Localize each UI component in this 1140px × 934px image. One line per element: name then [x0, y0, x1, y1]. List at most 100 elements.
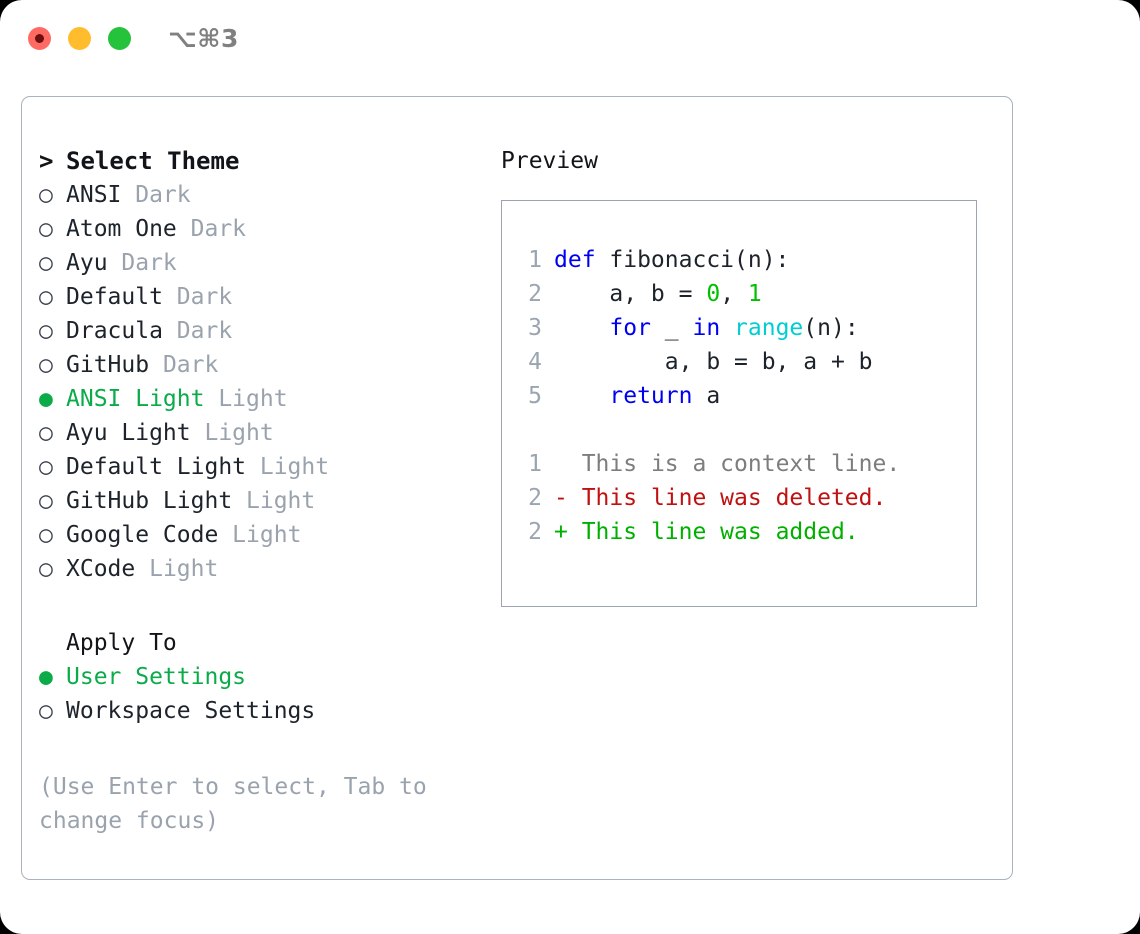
diff-line-text: This is a context line. — [567, 451, 901, 477]
code-token-txt — [554, 315, 609, 341]
code-line-number: 5 — [528, 383, 542, 409]
theme-item-ansi[interactable]: ○ANSI Dark — [39, 178, 479, 212]
apply-to-options: ●User Settings ○ Workspace Settings — [39, 660, 479, 728]
theme-item-ayu-light[interactable]: ○ Ayu Light Light — [39, 416, 479, 450]
apply-to-option-label: Workspace Settings — [66, 698, 316, 724]
radio-unselected-icon: ○ — [39, 216, 53, 242]
window-shortcut-label: ⌥⌘3 — [168, 24, 239, 53]
diff-line-number: 2 — [528, 485, 542, 511]
main-panel: >Select Theme ○ANSI Dark○Atom One Dark○A… — [21, 96, 1013, 880]
radio-unselected-icon: ○ — [39, 454, 53, 480]
apply-to-option-user-settings[interactable]: ●User Settings — [39, 660, 479, 694]
theme-item-google-code[interactable]: ○Google Code Light — [39, 518, 479, 552]
theme-item-ansi-light[interactable]: ● ANSI Light Light — [39, 382, 479, 416]
theme-item-label: Default Light — [66, 454, 247, 480]
theme-item-github[interactable]: ○GitHub Dark — [39, 348, 479, 382]
diff-line-number: 1 — [528, 451, 542, 477]
theme-selector-column: >Select Theme ○ANSI Dark○Atom One Dark○A… — [39, 144, 479, 838]
diff-line-del: 2- This line was deleted. — [516, 481, 900, 515]
diff-marker-icon — [554, 451, 568, 477]
theme-item-dracula[interactable]: ○ Dracula Dark — [39, 314, 479, 348]
theme-item-label: Google Code — [66, 522, 219, 548]
theme-list-header-label: Select Theme — [66, 147, 240, 175]
code-token-kw: return — [609, 383, 693, 409]
theme-item-variant: Light — [190, 420, 274, 446]
code-token-txt — [554, 383, 609, 409]
theme-item-default[interactable]: ○ Default Dark — [39, 280, 479, 314]
code-line: 4 a, b = b, a + b — [516, 345, 873, 379]
theme-item-variant: Light — [135, 556, 219, 582]
theme-item-label: Atom One — [66, 216, 177, 242]
code-token-txt: , — [720, 281, 748, 307]
code-token-txt: (n): — [803, 315, 859, 341]
theme-item-label: Default — [66, 284, 163, 310]
theme-item-variant: Light — [204, 386, 288, 412]
radio-unselected-icon: ○ — [39, 318, 53, 344]
code-token-txt: _ — [650, 315, 693, 341]
code-token-txt: fibonacci(n): — [609, 247, 790, 273]
theme-item-variant: Dark — [176, 216, 247, 242]
diff-sample: 1 This is a context line.2- This line wa… — [516, 447, 900, 549]
theme-item-variant: Light — [232, 488, 316, 514]
diff-line-add: 2 + This line was added. — [516, 515, 900, 549]
theme-item-label: XCode — [66, 556, 136, 582]
theme-item-atom-one[interactable]: ○ Atom One Dark — [39, 212, 479, 246]
radio-unselected-icon: ○ — [39, 488, 53, 514]
code-token-txt: a, b = b, a + b — [554, 349, 873, 375]
theme-item-label: Ayu Light — [66, 420, 191, 446]
code-token-fn: range — [734, 315, 804, 341]
radio-unselected-icon: ○ — [39, 698, 53, 724]
radio-unselected-icon: ○ — [39, 250, 53, 276]
theme-item-ayu[interactable]: ○Ayu Dark — [39, 246, 479, 280]
theme-item-variant: Dark — [149, 352, 219, 378]
minimize-button[interactable] — [68, 27, 91, 50]
theme-item-label: ANSI — [66, 182, 122, 208]
theme-item-default-light[interactable]: ○Default Light Light — [39, 450, 479, 484]
theme-item-xcode[interactable]: ○ XCode Light — [39, 552, 479, 586]
diff-marker-icon: - — [554, 485, 568, 511]
code-line-number: 4 — [528, 349, 542, 375]
diff-line-text: This line was added. — [567, 519, 859, 545]
apply-to-header-label: Apply To — [66, 630, 177, 656]
theme-item-label: ANSI Light — [66, 386, 205, 412]
apply-to-option-label: User Settings — [66, 664, 247, 690]
theme-item-label: GitHub Light — [66, 488, 233, 514]
radio-unselected-icon: ○ — [39, 556, 53, 582]
code-line: 2 a, b = 0, 1 — [516, 277, 873, 311]
code-token-kw: for — [609, 315, 651, 341]
radio-unselected-icon: ○ — [39, 284, 53, 310]
code-token-kw: in — [692, 315, 721, 341]
code-line-number: 1 — [528, 247, 542, 273]
close-button[interactable] — [28, 27, 51, 50]
radio-selected-icon: ● — [39, 386, 53, 412]
theme-item-variant: Light — [218, 522, 302, 548]
diff-line-ctx: 1 This is a context line. — [516, 447, 900, 481]
theme-item-variant: Dark — [162, 284, 233, 310]
code-token-kw: def — [554, 247, 610, 273]
theme-item-variant: Dark — [121, 182, 191, 208]
maximize-button[interactable] — [108, 27, 131, 50]
preview-title: Preview — [501, 148, 598, 174]
code-token-txt: a, b = — [554, 281, 707, 307]
theme-item-label: GitHub — [66, 352, 150, 378]
theme-item-variant: Dark — [162, 318, 233, 344]
theme-list: ○ANSI Dark○Atom One Dark○Ayu Dark○Defaul… — [39, 178, 479, 586]
diff-line-text: This line was deleted. — [567, 485, 887, 511]
theme-item-label: Dracula — [66, 318, 163, 344]
theme-item-github-light[interactable]: ○ GitHub Light Light — [39, 484, 479, 518]
diff-marker-icon: + — [554, 519, 568, 545]
code-token-txt: a — [692, 383, 721, 409]
code-token-num: 0 — [706, 281, 721, 307]
code-line: 3 for _ in range(n): — [516, 311, 873, 345]
theme-item-label: Ayu — [66, 250, 108, 276]
titlebar: ⌥⌘3 — [0, 0, 1140, 78]
apply-to-section: Apply To ●User Settings ○ Workspace Settin… — [39, 626, 479, 728]
caret-icon: > — [39, 147, 54, 175]
apply-to-header: Apply To — [39, 626, 479, 660]
apply-to-option-workspace-settings[interactable]: ○ Workspace Settings — [39, 694, 479, 728]
radio-unselected-icon: ○ — [39, 420, 53, 446]
code-line: 1 def fibonacci(n): — [516, 243, 873, 277]
diff-line-number: 2 — [528, 519, 542, 545]
